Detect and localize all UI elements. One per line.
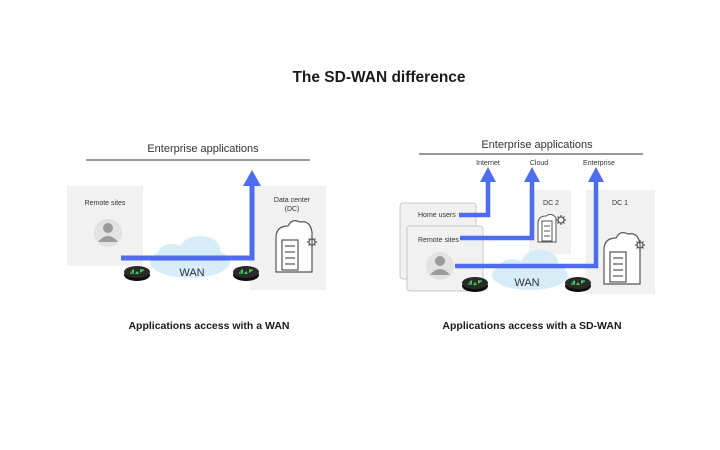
- destination-cloud: Cloud: [530, 160, 548, 167]
- enterprise-path: [455, 180, 599, 269]
- internet-path: [459, 180, 491, 218]
- dc2-label: DC 2: [543, 200, 559, 207]
- cloud-arrow-head: [524, 167, 540, 182]
- router-icon: [232, 265, 260, 282]
- cloud-icon: [150, 236, 230, 278]
- left-wan-label: WAN: [179, 267, 204, 279]
- page-title: The SD-WAN difference: [292, 69, 465, 86]
- sdwan-traffic-paths: [455, 180, 599, 269]
- right-remote-sites-label: Remote sites: [418, 237, 459, 244]
- server-icon: [603, 232, 641, 285]
- server-icon: [537, 213, 557, 243]
- dc1-label: DC 1: [612, 200, 628, 207]
- left-arrow-head: [243, 170, 261, 186]
- user-avatar-icon: [426, 252, 454, 280]
- sdwan-diagram: Enterprise applications Internet Cloud E…: [399, 139, 655, 332]
- enterprise-arrow-head: [588, 167, 604, 182]
- router-icon: [461, 276, 489, 293]
- data-center-label-2: (DC): [285, 206, 300, 213]
- data-center-label-1: Data center: [274, 197, 311, 204]
- left-caption: Applications access with a WAN: [128, 320, 289, 332]
- user-avatar-icon: [94, 219, 122, 247]
- destination-internet: Internet: [476, 160, 500, 167]
- left-header: Enterprise applications: [147, 143, 259, 155]
- right-caption: Applications access with a SD-WAN: [442, 320, 621, 332]
- left-remote-sites-label: Remote sites: [85, 200, 126, 207]
- right-header: Enterprise applications: [481, 139, 593, 151]
- router-icon: [123, 265, 151, 282]
- home-users-label: Home users: [418, 212, 456, 219]
- server-icon: [275, 220, 313, 273]
- destination-enterprise: Enterprise: [583, 160, 615, 167]
- internet-arrow-head: [480, 167, 496, 182]
- right-wan-label: WAN: [514, 277, 539, 289]
- wan-diagram: Enterprise applications Remote sites Dat…: [67, 143, 326, 332]
- cloud-path: [460, 180, 535, 241]
- router-icon: [564, 276, 592, 293]
- left-traffic-path: [121, 184, 255, 261]
